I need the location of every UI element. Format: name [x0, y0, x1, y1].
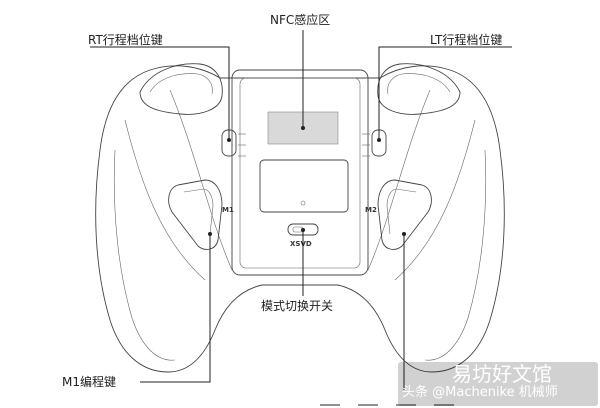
- lt-stop-switch: [362, 129, 387, 157]
- m2-mark: M2: [365, 206, 377, 214]
- lt-label: LT行程档位键: [430, 32, 502, 47]
- watermark: 头条 @Machenike 机械师 易坊好文馆: [398, 362, 598, 406]
- controller-body: [95, 65, 505, 373]
- watermark-line2: 易坊好文馆: [452, 362, 552, 386]
- nfc-label: NFC感应区: [270, 12, 330, 27]
- rt-stop-switch: [221, 129, 246, 157]
- m2-paddle: [377, 179, 432, 250]
- m1-mark: M1: [222, 206, 234, 214]
- rt-label: RT行程档位键: [88, 32, 163, 47]
- leader-lines: [90, 30, 512, 390]
- switch-mark: XSVD: [290, 240, 312, 248]
- watermark-line1: 头条 @Machenike 机械师: [402, 384, 558, 400]
- m1-paddle: [168, 179, 223, 250]
- m1-label: M1编程键: [62, 374, 116, 389]
- right-trigger: [377, 63, 461, 115]
- mode-switch-label: 模式切换开关: [261, 299, 333, 313]
- left-trigger: [139, 63, 223, 115]
